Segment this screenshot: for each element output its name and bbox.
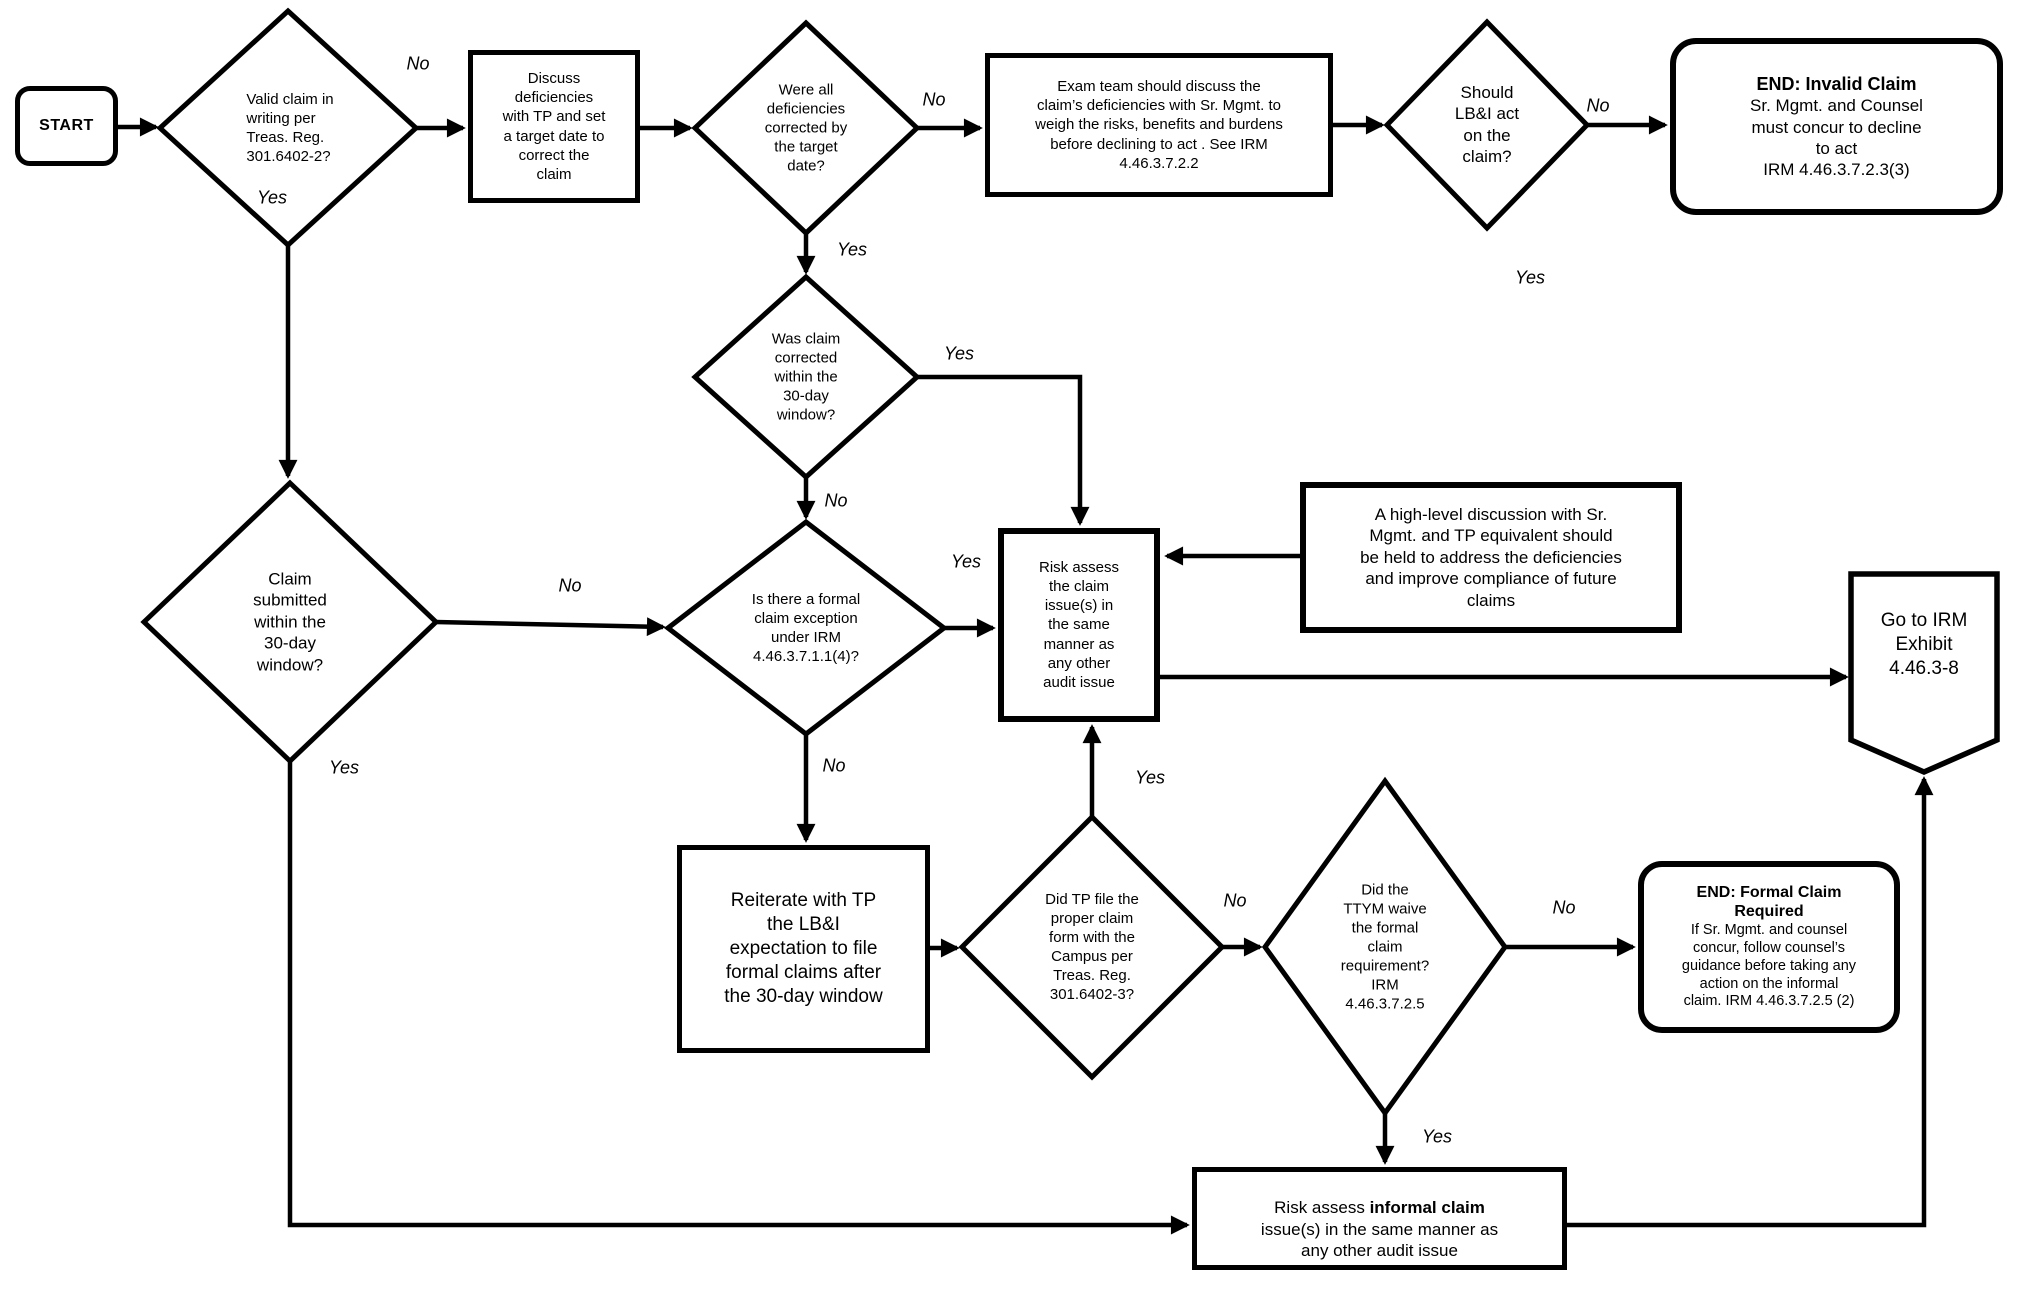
process-risk-assess-claim-label: Risk assess the claim issue(s) in the sa… xyxy=(1038,559,1120,691)
edge-30day-corrected-yes xyxy=(917,374,1090,526)
decision-deficiencies-corrected-shape xyxy=(691,19,921,237)
decision-ttym-waive-label: Did the TTYM waive the formal claim requ… xyxy=(1340,881,1430,1013)
edge-label-proper-form-yes: Yes xyxy=(1134,767,1166,788)
decision-valid-claim-label: Valid claim in writing per Treas. Reg. 3… xyxy=(246,90,334,166)
end-formal-claim-body: If Sr. Mgmt. and counsel concur, follow … xyxy=(1681,921,1857,1010)
decision-lbi-act-label: Should LB&I act on the claim? xyxy=(1454,83,1520,167)
edge-label-lbi-act-yes: Yes xyxy=(1514,267,1546,288)
offpage-connector-label: Go to IRM Exhibit 4.46.3-8 xyxy=(1880,610,1968,679)
decision-corrected-30day-shape xyxy=(691,273,921,481)
end-formal-claim-required: END: Formal Claim Required If Sr. Mgmt. … xyxy=(1638,861,1900,1033)
edge-label-30day-corrected-yes: Yes xyxy=(943,343,975,364)
informal-text-bold: informal claim xyxy=(1369,1197,1485,1217)
end-invalid-claim-title: END: Invalid Claim xyxy=(1756,73,1917,94)
edge-informal-to-goto xyxy=(1567,776,1934,1228)
end-formal-claim-title: END: Formal Claim Required xyxy=(1696,883,1842,921)
process-discuss-deficiencies-label: Discuss deficiencies with TP and set a t… xyxy=(502,70,606,183)
edge-label-submitted-yes: Yes xyxy=(328,757,360,778)
decision-formal-claim-exception-label: Is there a formal claim exception under … xyxy=(751,590,861,666)
decision-ttym-waive-shape xyxy=(1261,776,1509,1118)
end-invalid-claim-body: Sr. Mgmt. and Counsel must concur to dec… xyxy=(1750,96,1923,179)
process-risk-assess-claim: Risk assess the claim issue(s) in the sa… xyxy=(998,528,1160,722)
edge-label-valid-claim-yes: Yes xyxy=(256,187,288,208)
edge-label-ttym-no: No xyxy=(1552,897,1576,918)
decision-valid-claim-shape xyxy=(156,7,420,249)
offpage-connector-shape xyxy=(1848,571,2000,776)
process-reiterate-expectation-label: Reiterate with TP the LB&I expectation t… xyxy=(724,890,883,1007)
process-high-level-discussion-label: A high-level discussion with Sr. Mgmt. a… xyxy=(1360,504,1622,610)
end-invalid-claim: END: Invalid Claim Sr. Mgmt. and Counsel… xyxy=(1670,38,2003,215)
edge-label-valid-claim-no: No xyxy=(406,53,430,74)
process-risk-assess-informal: Risk assess informal claim issue(s) in t… xyxy=(1192,1167,1567,1270)
process-risk-assess-informal-label: Risk assess informal claim issue(s) in t… xyxy=(1261,1175,1498,1262)
decision-lbi-act-shape xyxy=(1383,18,1591,232)
edge-label-lbi-act-no: No xyxy=(1586,95,1610,116)
edge-label-corrected-yes: Yes xyxy=(836,239,868,260)
process-high-level-discussion: A high-level discussion with Sr. Mgmt. a… xyxy=(1300,482,1682,633)
informal-text-pre: Risk assess xyxy=(1274,1197,1370,1217)
edge-submitted-no xyxy=(435,617,666,637)
process-reiterate-expectation: Reiterate with TP the LB&I expectation t… xyxy=(677,845,930,1053)
process-exam-team-discuss: Exam team should discuss the claim’s def… xyxy=(985,53,1333,197)
start-node: START xyxy=(15,86,118,166)
edge-label-exception-yes: Yes xyxy=(950,551,982,572)
decision-corrected-30day-label: Was claim corrected within the 30-day wi… xyxy=(771,330,841,424)
decision-claim-submitted-shape xyxy=(140,479,440,765)
edge-label-submitted-no: No xyxy=(558,575,582,596)
edge-label-30day-corrected-no: No xyxy=(824,490,848,511)
process-discuss-deficiencies: Discuss deficiencies with TP and set a t… xyxy=(468,50,640,203)
decision-deficiencies-corrected-label: Were all deficiencies corrected by the t… xyxy=(764,81,848,175)
decision-proper-claim-form-shape xyxy=(958,813,1226,1081)
informal-text-post: issue(s) in the same manner as any other… xyxy=(1260,1219,1499,1261)
edge-label-proper-form-no: No xyxy=(1223,890,1247,911)
edge-submitted-yes xyxy=(287,761,1190,1235)
edge-label-ttym-yes: Yes xyxy=(1421,1126,1453,1147)
decision-formal-claim-exception-shape xyxy=(663,518,949,738)
decision-claim-submitted-label: Claim submitted within the 30-day window… xyxy=(253,569,327,675)
decision-proper-claim-form-label: Did TP file the proper claim form with t… xyxy=(1045,890,1139,1004)
start-label: START xyxy=(39,117,94,134)
process-exam-team-discuss-label: Exam team should discuss the claim’s def… xyxy=(1035,78,1283,172)
edge-label-corrected-no: No xyxy=(922,89,946,110)
edge-label-exception-no: No xyxy=(822,755,846,776)
